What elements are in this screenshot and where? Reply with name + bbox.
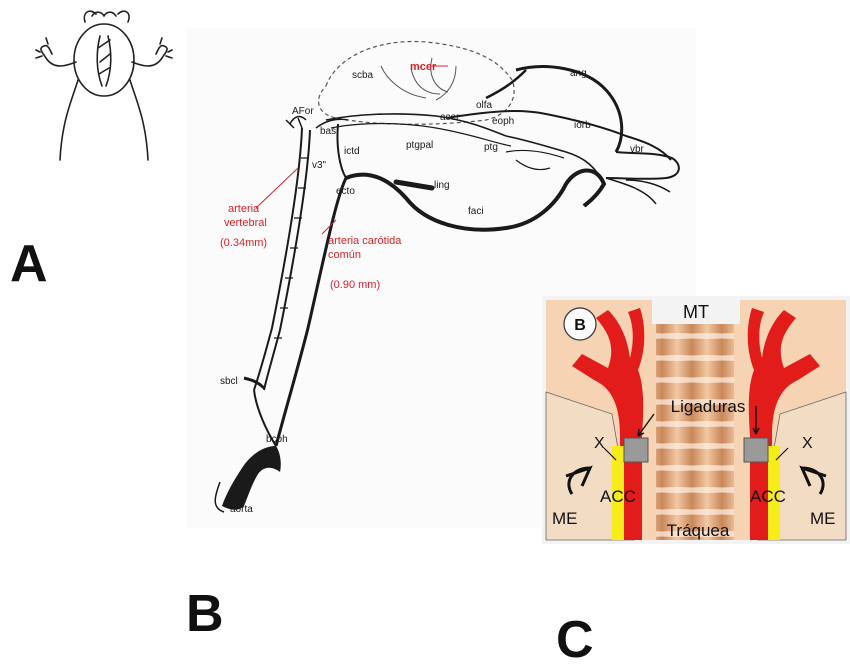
- carotid-annotation-line1: arteria carótida: [328, 235, 402, 247]
- label-me-left: ME: [552, 509, 578, 528]
- trachea: [656, 300, 734, 540]
- panel-label-a: A: [10, 238, 48, 290]
- carotid-ligation-schematic: B MT Ligaduras X X ACC ACC ME ME Tráquea: [542, 296, 850, 544]
- label-bcph: bcph: [266, 434, 288, 445]
- label-eoph: eoph: [492, 116, 514, 127]
- panel-label-c: C: [556, 614, 594, 666]
- label-sbcl: sbcl: [220, 376, 238, 387]
- label-me-right: ME: [810, 509, 836, 528]
- label-scba: scba: [352, 70, 374, 81]
- carotid-annotation-size: (0.90 mm): [330, 279, 380, 291]
- label-ligaduras: Ligaduras: [671, 397, 746, 416]
- label-ang: ang: [570, 68, 587, 79]
- label-ictd: ictd: [344, 146, 360, 157]
- label-iorb: iorb: [574, 120, 591, 131]
- label-acc-left: ACC: [600, 487, 636, 506]
- label-acer: acer: [440, 112, 460, 123]
- label-v3: v3": [312, 160, 327, 171]
- label-faci: faci: [468, 206, 484, 217]
- label-ptgpal: ptgpal: [406, 140, 433, 151]
- vertebral-annotation-line2: vertebral: [224, 217, 267, 229]
- label-olfa: olfa: [476, 100, 493, 111]
- label-x-left: X: [594, 435, 605, 452]
- figure-badge-text: B: [574, 317, 586, 334]
- label-x-right: X: [802, 435, 813, 452]
- carotid-annotation-line2: común: [328, 249, 361, 261]
- label-ptg: ptg: [484, 142, 498, 153]
- label-afor: AFor: [292, 106, 314, 117]
- label-aorta: aorta: [230, 504, 253, 515]
- vertebral-annotation-line1: arteria: [228, 203, 260, 215]
- right-ligature: [744, 438, 768, 462]
- panel-label-b: B: [186, 588, 224, 640]
- mouse-dissection-sketch: [30, 0, 180, 170]
- label-acc-right: ACC: [750, 487, 786, 506]
- left-ligature: [624, 438, 648, 462]
- label-ling: ling: [434, 180, 450, 191]
- label-mt: MT: [683, 302, 709, 322]
- label-traquea: Tráquea: [667, 521, 730, 540]
- label-vbr: vbr: [630, 144, 645, 155]
- vertebral-annotation-size: (0.34mm): [220, 237, 267, 249]
- label-bas: bas: [320, 126, 336, 137]
- label-mcer: mcer: [410, 61, 437, 73]
- label-ecto: ecto: [336, 186, 355, 197]
